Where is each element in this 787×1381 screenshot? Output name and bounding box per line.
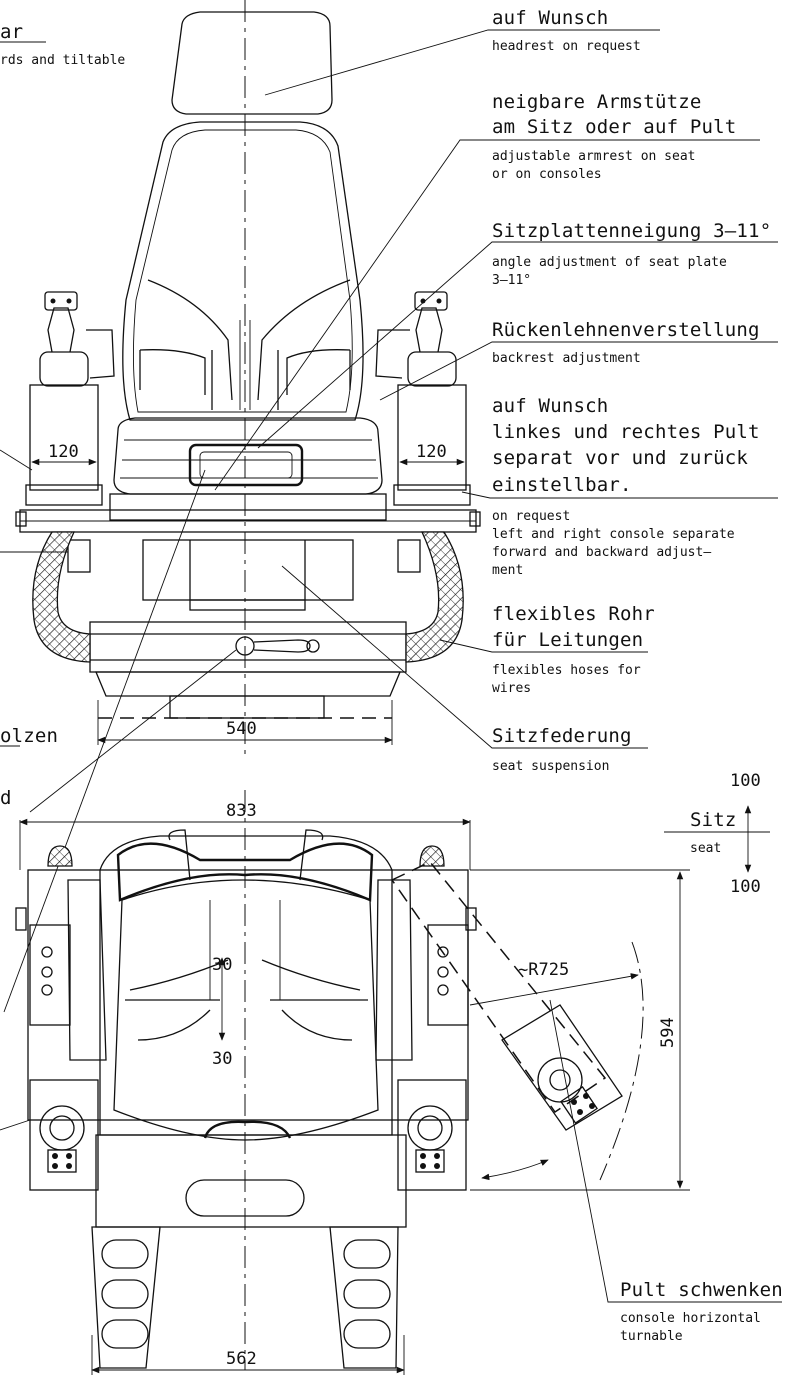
seat-top-outline — [99, 835, 393, 1136]
right-console — [375, 291, 481, 573]
top-view: 833 — [15, 790, 752, 1375]
dim-console-right: 120 — [416, 442, 447, 462]
headrest — [171, 11, 333, 115]
backrest-label-de: Rückenlehnenverstellung — [492, 319, 760, 341]
headrest-label-en: headrest on request — [492, 39, 641, 54]
seat-travel-up: 100 — [730, 771, 761, 791]
seatplate-label-en-1: angle adjustment of seat plate — [492, 255, 727, 270]
left-cut-label-1: ar — [0, 21, 23, 43]
backrest — [122, 121, 364, 421]
console-label-de-1: auf Wunsch — [492, 395, 608, 417]
armrest-label-de-2: am Sitz oder auf Pult — [492, 116, 736, 138]
dim-depth: 594 — [658, 1017, 678, 1048]
console-label-en-1: on request — [492, 509, 570, 524]
hose-label-de-1: flexibles Rohr — [492, 603, 655, 625]
left-console — [15, 291, 115, 573]
seat-label-en: seat — [690, 841, 721, 856]
dim-overall-width: 833 — [226, 801, 257, 821]
hose-label-en-2: wires — [492, 681, 531, 696]
lever-knob — [235, 636, 255, 656]
hose-label-en-1: flexibles hoses for — [492, 663, 641, 678]
armrest-label-de-1: neigbare Armstütze — [492, 91, 702, 113]
dim-bottom-width: 562 — [226, 1349, 257, 1369]
console-label-de-4: einstellbar. — [492, 474, 632, 496]
turn-label-en-1: console horizontal — [620, 1311, 761, 1326]
console-label-en-2: left and right console separate — [492, 527, 735, 542]
annotations: auf Wunsch headrest on request neigbare … — [0, 7, 783, 1344]
seatplate-label-en-2: 3–11° — [492, 273, 531, 288]
turn-label-de: Pult schwenken — [620, 1279, 783, 1301]
left-cut-label-4: d — [0, 787, 12, 809]
dim-base-width: 540 — [226, 719, 257, 739]
seat-label-de: Sitz — [690, 809, 737, 831]
seatplate-label-de: Sitzplattenneigung 3–11° — [492, 220, 771, 242]
dim-cushion-down: 30 — [212, 1049, 232, 1069]
backrest-label-en: backrest adjustment — [492, 351, 641, 366]
left-cut-label-2: rds and tiltable — [0, 53, 125, 68]
seat-cushion — [113, 417, 383, 495]
console-label-de-2: linkes und rechtes Pult — [492, 421, 760, 443]
right-hose — [405, 531, 464, 663]
turn-label-en-2: turnable — [620, 1329, 683, 1344]
base-plate — [89, 621, 407, 673]
suspension-label-en: seat suspension — [492, 759, 609, 774]
left-cut-label-3: olzen — [0, 725, 58, 747]
console-label-en-3: forward and backward adjust– — [492, 545, 711, 560]
suspension-label-de: Sitzfederung — [492, 725, 632, 747]
armrest-label-en-2: or on consoles — [492, 167, 602, 182]
headrest-label-de: auf Wunsch — [492, 7, 608, 29]
armrest-label-en-1: adjustable armrest on seat — [492, 149, 696, 164]
console-label-de-3: separat vor und zurück — [492, 447, 748, 469]
left-hose — [32, 531, 91, 663]
hose-label-de-2: für Leitungen — [492, 629, 643, 651]
dim-cushion-up: 30 — [212, 955, 232, 975]
front-view: 120 120 540 — [15, 0, 481, 760]
seat-travel-down: 100 — [730, 877, 761, 897]
dim-swivel-radius: ~R725 — [518, 960, 569, 980]
swivel-console — [390, 861, 623, 1131]
dim-console-left: 120 — [48, 442, 79, 462]
console-label-en-4: ment — [492, 563, 523, 578]
leader-lines — [0, 29, 782, 1303]
suspension-block — [142, 539, 354, 601]
